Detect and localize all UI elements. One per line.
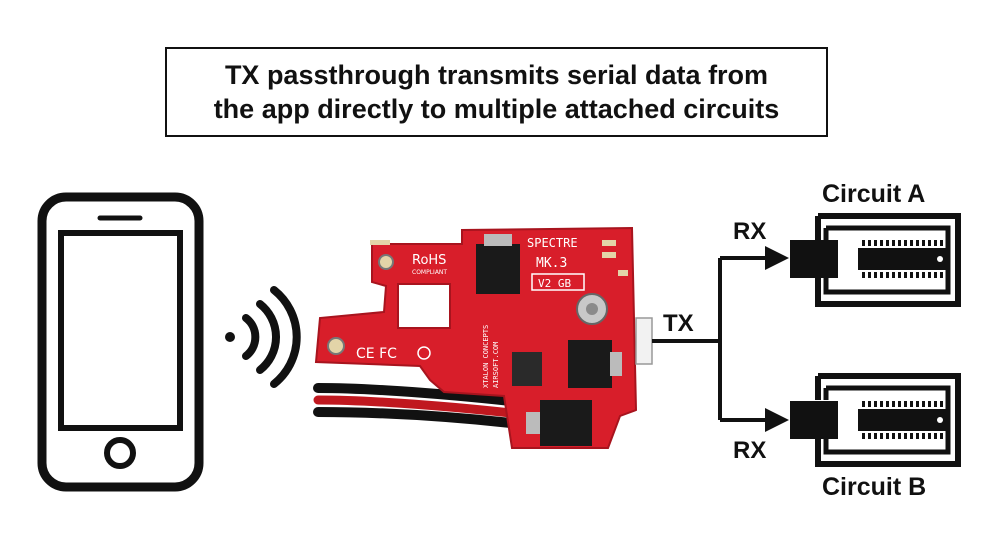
rx-label-b: RX — [733, 437, 767, 464]
wireless-signal-icon — [225, 286, 301, 388]
caption-box: TX passthrough transmits serial data fro… — [165, 47, 828, 137]
board-rohs: RoHS — [412, 253, 446, 268]
board-maker-line2: AIRSOFT.COM — [492, 342, 500, 388]
smartphone-icon — [37, 192, 204, 492]
board-model: MK.3 — [536, 256, 567, 271]
arrow-icon — [765, 408, 789, 432]
board-version: V2 GB — [538, 277, 571, 290]
caption-line-2: the app directly to multiple attached ci… — [213, 94, 780, 124]
circuit-a-label: Circuit A — [822, 180, 926, 208]
tx-label: TX — [663, 310, 694, 337]
board-rohs-sub: COMPLIANT — [412, 269, 447, 276]
caption-line-1: TX passthrough transmits serial data fro… — [224, 60, 769, 90]
board-marks: CE FC — [356, 346, 397, 362]
circuit-chip-icon — [790, 213, 961, 307]
rx-label-a: RX — [733, 218, 767, 245]
board-brand: SPECTRE — [527, 236, 578, 250]
circuit-chip-icon — [790, 373, 961, 467]
pcb-board-icon: SPECTRE MK.3 V2 GB RoHS COMPLIANT CE FC … — [313, 226, 653, 449]
arrow-icon — [765, 246, 789, 270]
signal-wires — [652, 256, 772, 422]
circuit-b-label: Circuit B — [822, 473, 927, 501]
board-maker-line1: XTALON CONCEPTS — [482, 325, 490, 388]
